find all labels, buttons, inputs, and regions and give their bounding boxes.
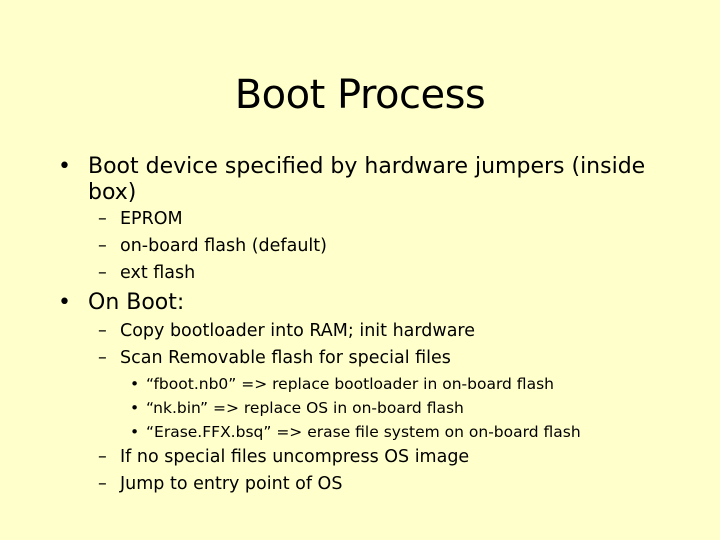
dash-marker: – [98, 348, 107, 368]
bullet-marker: • [130, 423, 140, 441]
dash-marker: – [98, 447, 107, 467]
bullet-marker: • [58, 154, 71, 179]
subitem-text: ext flash [120, 263, 196, 283]
dash-marker: – [98, 474, 107, 494]
bullet-text: Boot device specified by hardware jumper… [88, 154, 646, 179]
dash-marker: – [98, 321, 107, 341]
subitem-text: on-board flash (default) [120, 236, 327, 256]
dash-marker: – [98, 236, 107, 256]
subitem-text: EPROM [120, 209, 183, 229]
bullet-marker: • [58, 290, 71, 315]
subitem-text: If no special files uncompress OS image [120, 447, 470, 467]
subitem-text: Jump to entry point of OS [120, 474, 343, 494]
slide-title: Boot Process [234, 72, 486, 118]
bullet-text: On Boot: [88, 290, 185, 315]
bullet-marker: • [130, 399, 140, 417]
dash-marker: – [98, 209, 107, 229]
sub-subitem-text: “Erase.FFX.bsq” => erase file system on … [146, 423, 581, 441]
subitem-text: Scan Removable flash for special files [120, 348, 451, 368]
dash-marker: – [98, 263, 107, 283]
sub-subitem-text: “fboot.nb0” => replace bootloader in on-… [146, 375, 554, 393]
bullet-marker: • [130, 375, 140, 393]
subitem-text: Copy bootloader into RAM; init hardware [120, 321, 475, 341]
sub-subitem-text: “nk.bin” => replace OS in on-board flash [146, 399, 464, 417]
